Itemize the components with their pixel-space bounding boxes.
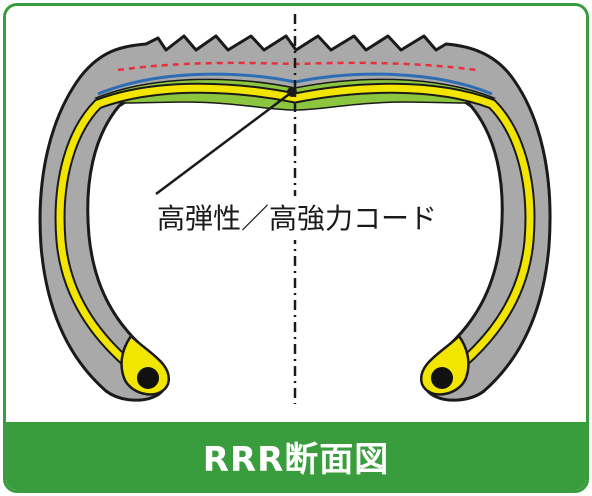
tire-cross-section-diagram: 高弾性／高強力コード <box>38 14 552 404</box>
callout-label-backdrop <box>124 196 470 240</box>
callout-label: 高弾性／高強力コード <box>157 202 437 235</box>
bead-core-right <box>431 367 453 389</box>
callout-leader-line <box>155 91 293 195</box>
banner-title: RRR断面図 <box>202 439 390 480</box>
diagram-frame: 高弾性／高強力コード RRR断面図 <box>3 3 589 493</box>
title-banner: RRR断面図 <box>6 422 586 490</box>
bead-core-left <box>137 367 159 389</box>
carcass-ply-yellow-fill <box>56 84 534 382</box>
